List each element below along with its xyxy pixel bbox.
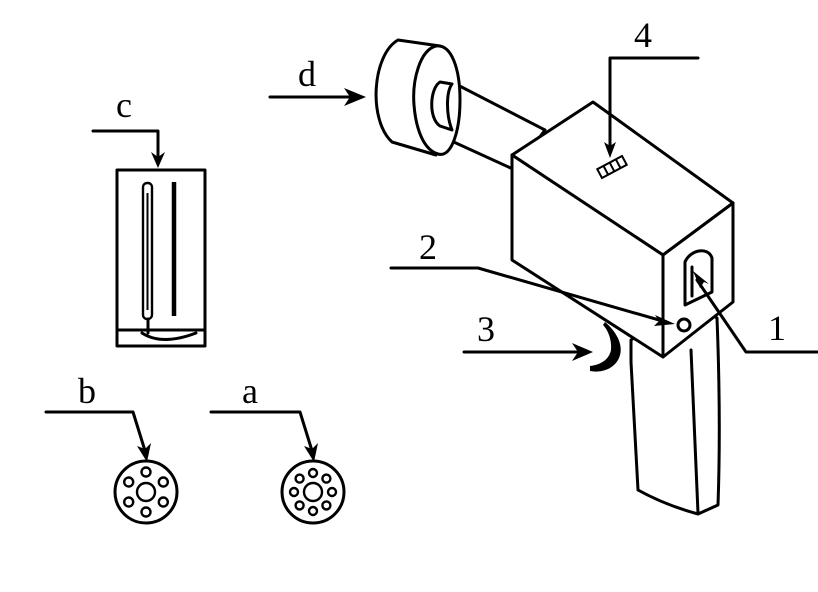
label-a: a xyxy=(242,371,258,411)
leader-c-line xyxy=(91,129,160,164)
disc-a-hole xyxy=(307,467,319,479)
leader-1-arrowhead xyxy=(693,271,709,288)
probe-lens-curve xyxy=(140,331,198,341)
disc-a-outline xyxy=(280,459,346,525)
leader-4-line xyxy=(608,56,700,150)
leader-2-arrowhead xyxy=(654,315,675,326)
disc-b-hole xyxy=(157,476,169,488)
probe-housing xyxy=(115,168,207,348)
leader-c xyxy=(91,129,165,168)
label-2: 2 xyxy=(419,227,437,267)
leader-2 xyxy=(389,266,675,326)
lens-collar xyxy=(430,80,454,132)
gun-trigger xyxy=(590,322,621,372)
label-d: d xyxy=(298,54,316,94)
component-a-disc xyxy=(280,459,346,525)
gun-display xyxy=(595,154,629,180)
disc-b-hole xyxy=(140,466,152,478)
thermometer-gun xyxy=(374,38,735,516)
leader-d xyxy=(268,88,366,106)
display-segment xyxy=(608,162,616,172)
gun-hole xyxy=(676,317,692,333)
disc-a-hole xyxy=(321,500,332,511)
disc-b-hole xyxy=(123,476,135,488)
display-segment xyxy=(602,165,610,176)
disc-b-hole xyxy=(157,496,169,508)
label-4: 4 xyxy=(634,15,652,55)
disc-b-outline xyxy=(113,459,179,525)
label-b: b xyxy=(78,371,96,411)
leader-b-line xyxy=(44,410,148,456)
disc-b-hole xyxy=(123,496,135,508)
leader-2-line xyxy=(389,266,668,324)
label-1: 1 xyxy=(768,308,786,348)
leader-1-line xyxy=(695,278,818,354)
leader-3-arrowhead xyxy=(572,343,593,361)
disc-b-hole xyxy=(140,506,152,518)
leader-a-line xyxy=(209,410,315,456)
disc-a-hole xyxy=(326,486,338,498)
gun-lens-head xyxy=(374,38,462,157)
component-b-disc xyxy=(113,459,179,525)
leader-a xyxy=(209,410,318,462)
leader-4-arrowhead xyxy=(604,142,616,158)
disc-a-center-hole xyxy=(302,481,324,503)
gun-handle-edge xyxy=(689,348,700,515)
display-segment xyxy=(614,158,622,169)
leader-1 xyxy=(693,271,818,354)
leader-a-arrowhead xyxy=(304,443,318,462)
leader-c-arrowhead xyxy=(151,152,165,168)
leader-b-arrowhead xyxy=(137,443,151,462)
disc-a-hole xyxy=(307,505,319,517)
disc-a-hole xyxy=(321,473,332,484)
disc-a-hole xyxy=(294,500,305,511)
label-c: c xyxy=(116,85,132,125)
disc-a-hole xyxy=(288,486,300,498)
gun-window xyxy=(683,249,714,307)
component-c-probe xyxy=(115,168,207,348)
leader-b xyxy=(44,410,151,462)
leader-d-arrowhead xyxy=(344,88,366,106)
leader-4 xyxy=(604,56,700,158)
leader-3 xyxy=(462,343,593,361)
label-3: 3 xyxy=(477,309,495,349)
disc-a-hole xyxy=(294,473,305,484)
disc-b-center-hole xyxy=(135,481,157,503)
